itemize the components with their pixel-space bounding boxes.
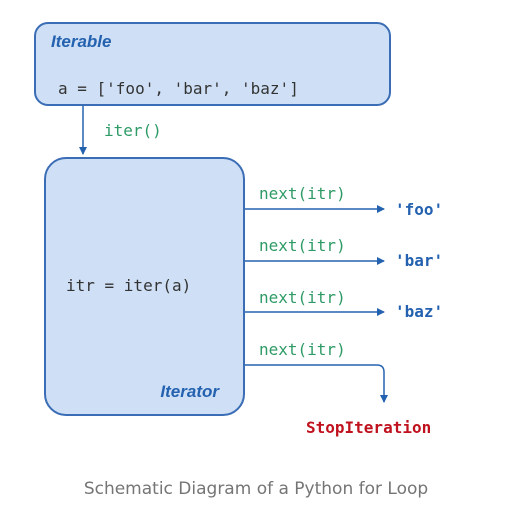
next-call-label: next(itr)	[259, 288, 346, 307]
next-call-label: next(itr)	[259, 184, 346, 203]
iterator-box: itr = iter(a) Iterator	[44, 157, 245, 416]
next-call-label: next(itr)	[259, 236, 346, 255]
next-call-label: next(itr)	[259, 340, 346, 359]
iterator-code: itr = iter(a)	[66, 276, 192, 295]
diagram-caption: Schematic Diagram of a Python for Loop	[83, 479, 429, 499]
iter-call-label: iter()	[104, 121, 162, 140]
next-result-label: 'baz'	[395, 302, 444, 321]
next-arrow-4	[245, 364, 388, 403]
next-result-label: 'foo'	[395, 200, 444, 219]
iterable-title: Iterable	[51, 32, 112, 51]
iterable-box: Iterable a = ['foo', 'bar', 'baz']	[34, 22, 391, 106]
iterator-title: Iterator	[160, 382, 219, 401]
stop-iteration-label: StopIteration	[306, 418, 432, 437]
next-result-label: 'bar'	[395, 251, 444, 270]
iterable-code: a = ['foo', 'bar', 'baz']	[58, 79, 299, 98]
